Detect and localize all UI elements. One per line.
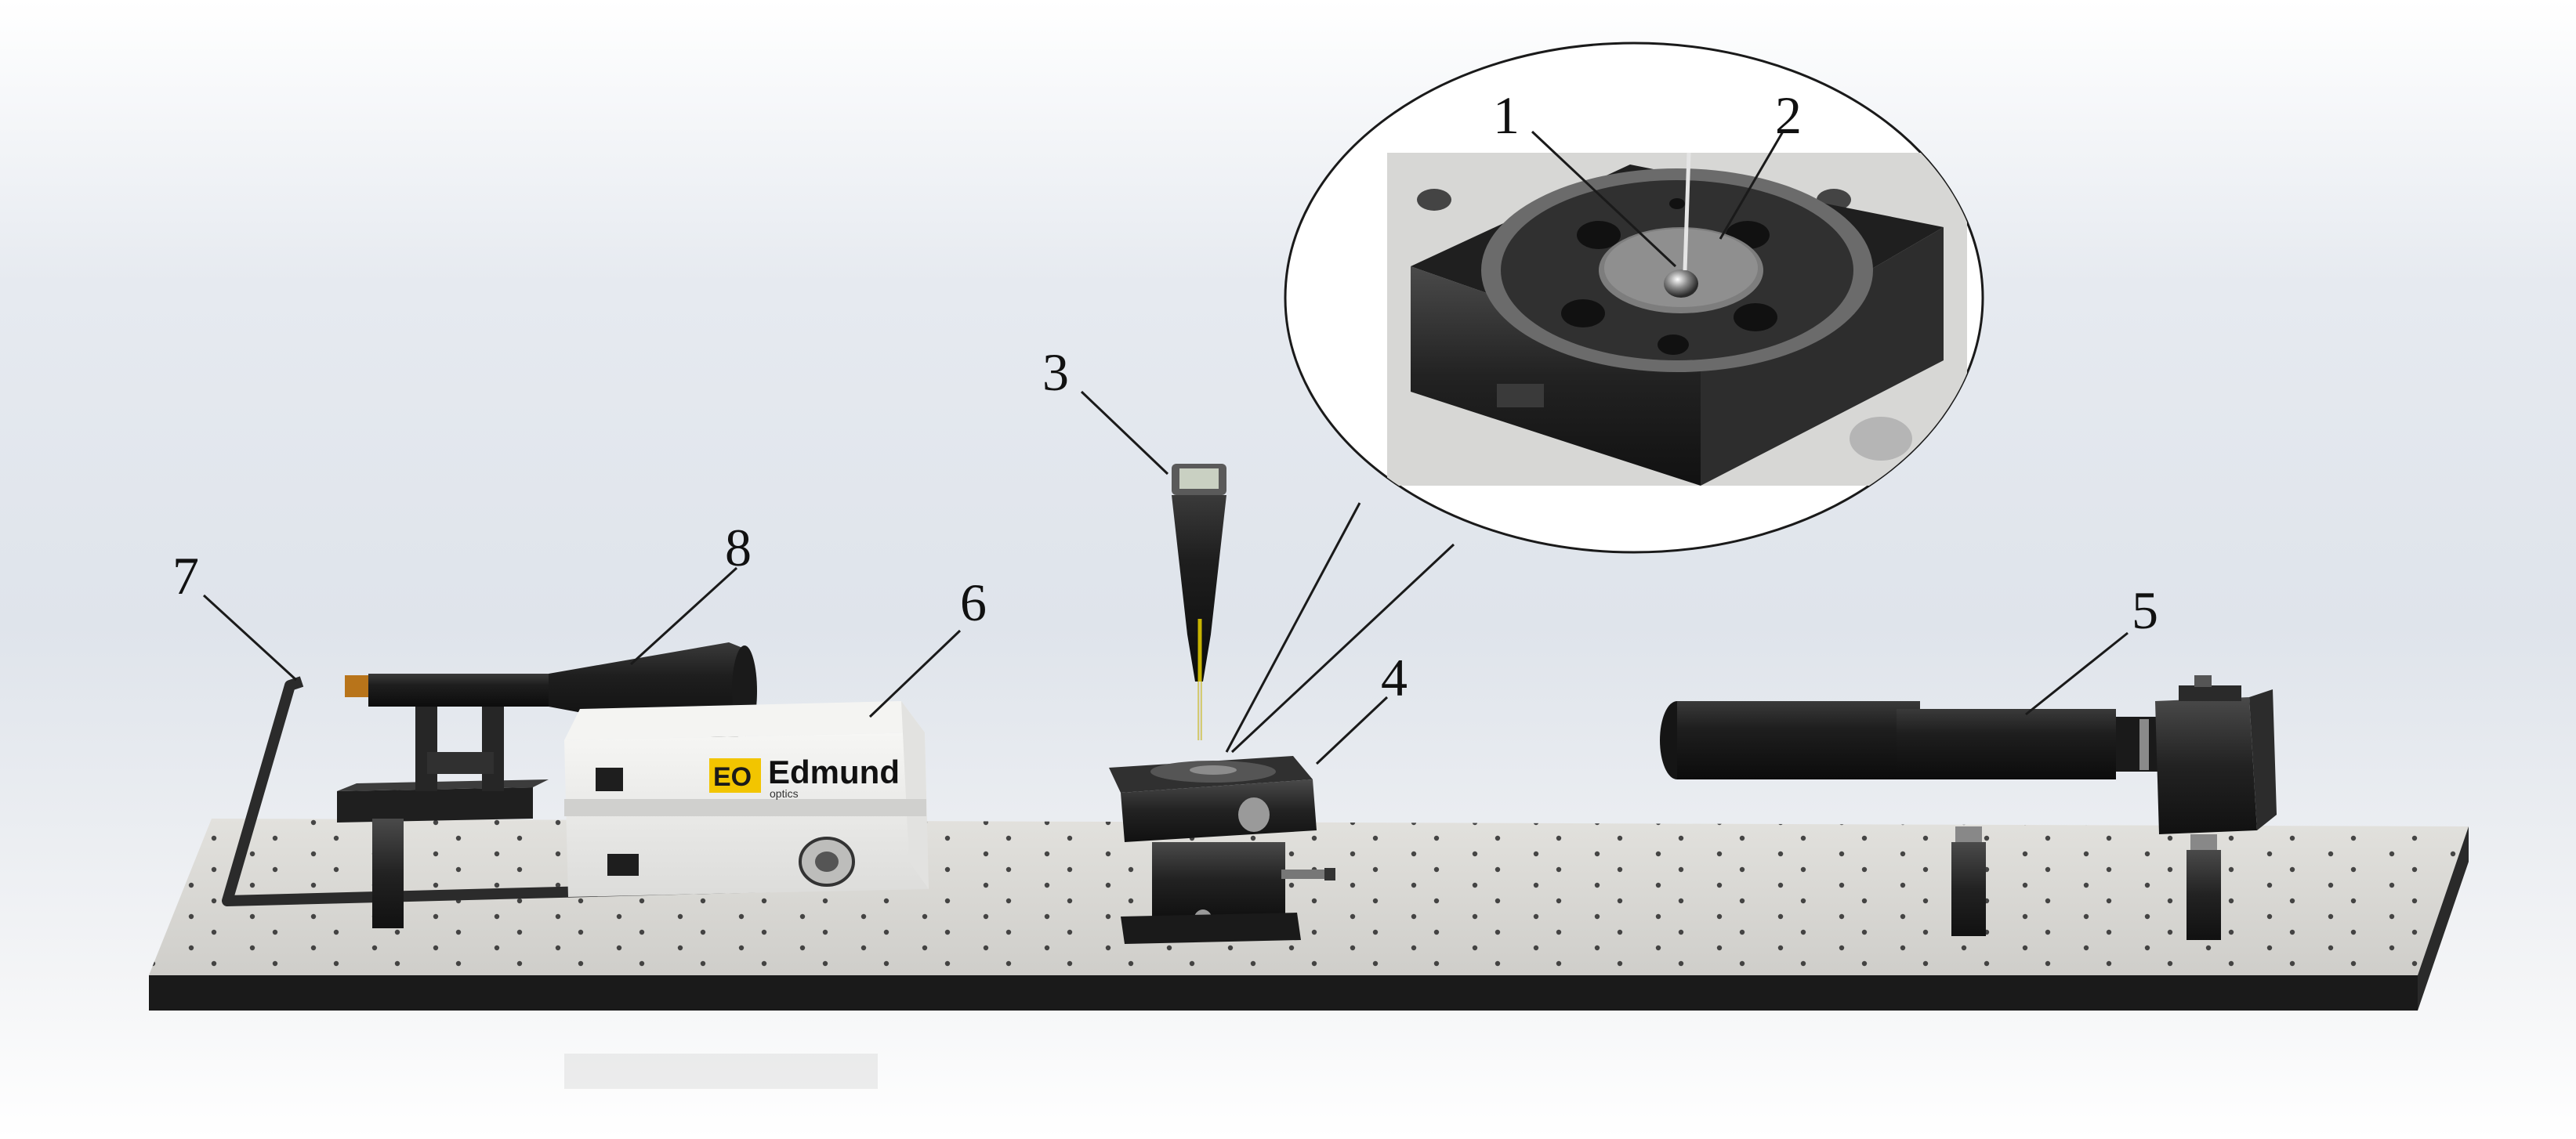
brand-name: Edmund [768,754,900,790]
magnified-inset [1284,42,1984,554]
callout-8: 8 [725,518,752,577]
callout-5: 5 [2132,580,2158,640]
sample-stage [1109,756,1335,944]
callout-3: 3 [1042,342,1069,402]
brand-logo-mark: EO [713,762,752,792]
callout-4: 4 [1381,648,1408,707]
magnification-guide-lines [1225,502,1455,754]
callout-leaders [202,390,2129,765]
callout-2: 2 [1775,85,1802,145]
light-source-box: EO Edmund optics [564,701,929,897]
camera-with-lens [1660,675,2277,940]
callout-7: 7 [172,546,199,606]
callout-6: 6 [960,573,987,632]
droplet-dispenser [1172,464,1226,740]
callout-1: 1 [1493,85,1520,145]
brand-tagline: optics [770,787,799,800]
